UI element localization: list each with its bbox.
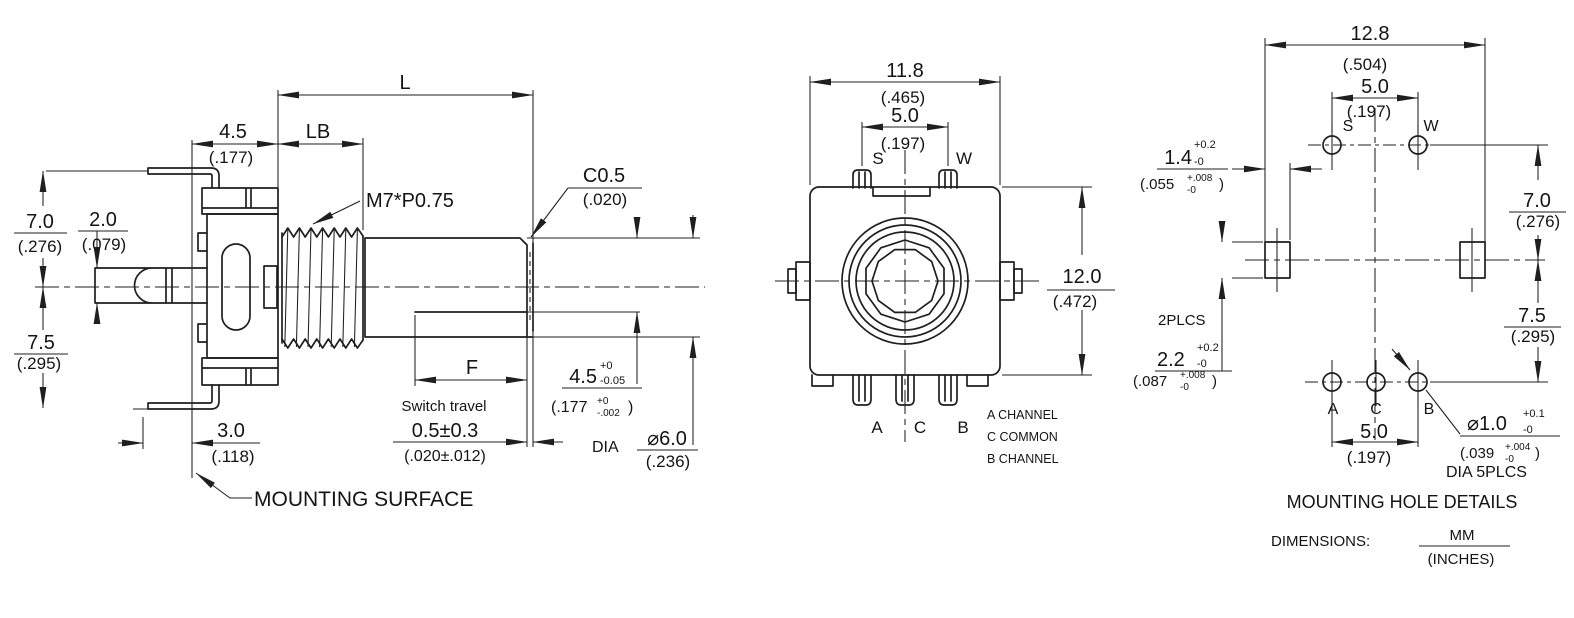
- dimensions-label: DIMENSIONS:: [1271, 533, 1370, 550]
- hole-dia-mm: ⌀1.0: [1467, 413, 1507, 435]
- hole-bot-pitch-in: (.197): [1347, 448, 1391, 467]
- hole-s-label: S: [1343, 118, 1354, 135]
- dim-pin-proj-in: (.118): [211, 447, 254, 466]
- units-inches: (INCHES): [1428, 551, 1495, 568]
- mounting-hole-view: 12.8 (.504) 5.0 (.197) S W 1.4 +0.2 -0 (…: [1133, 23, 1566, 547]
- slot-height-in-sub: -0: [1180, 382, 1189, 393]
- dim-LB-label: LB: [306, 121, 330, 143]
- hole-upper-mm: 7.0: [1523, 190, 1551, 212]
- hole-w-label: W: [1423, 118, 1439, 135]
- hole-b-label: B: [1424, 401, 1435, 418]
- side-view: L 4.5 (.177) LB M7*P0.75 C0.5 (.020) 7.0…: [14, 72, 705, 511]
- flat-mm: 4.5: [569, 366, 597, 388]
- slot-width-in-sup: +.008: [1187, 173, 1213, 184]
- slot-height-sub: -0: [1197, 358, 1207, 370]
- front-term-c: C: [914, 418, 926, 437]
- hole-span-mm: 12.8: [1351, 23, 1390, 45]
- thread-callout: M7*P0.75: [366, 190, 454, 212]
- switch-travel-mm: 0.5±0.3: [412, 420, 479, 442]
- slot-width-sub: -0: [1194, 156, 1204, 168]
- legend-c-common: C COMMON: [987, 430, 1058, 444]
- mounting-hole-linework: [1155, 38, 1566, 547]
- flat-mm-sub: -0.05: [600, 375, 625, 387]
- dim-lower-half-in: (.295): [17, 354, 61, 373]
- hole-span-in: (.504): [1343, 55, 1387, 74]
- front-pitch-in: (.197): [881, 134, 925, 153]
- front-width-in: (.465): [881, 88, 925, 107]
- front-term-w: W: [956, 149, 972, 168]
- hole-dia-in-sup: +.004: [1505, 442, 1531, 453]
- chamfer-mm: C0.5: [583, 165, 625, 187]
- dim-pin-dia-in: (.079): [82, 235, 126, 254]
- hole-dia-in: (.039: [1460, 445, 1494, 462]
- units-mm: MM: [1450, 527, 1475, 544]
- legend-b-channel: B CHANNEL: [987, 452, 1059, 466]
- chamfer-in: (.020): [583, 190, 627, 209]
- hole-upper-in: (.276): [1516, 212, 1560, 231]
- dim-pin-proj-mm: 3.0: [217, 420, 245, 442]
- front-view-linework: [775, 76, 1115, 442]
- slot-width-mm: 1.4: [1164, 147, 1192, 169]
- shaft-dia-mm: ⌀6.0: [647, 428, 687, 450]
- front-height-mm: 12.0: [1063, 266, 1102, 288]
- front-pitch-mm: 5.0: [891, 105, 919, 127]
- hole-bot-pitch-mm: 5.0: [1360, 421, 1388, 443]
- slot-note: 2PLCS: [1158, 312, 1206, 329]
- slot-width-in-close: ): [1219, 176, 1224, 193]
- dim-lower-half-mm: 7.5: [27, 332, 55, 354]
- front-view: 11.8 (.465) 5.0 (.197) S W 12.0 (.472) A…: [775, 60, 1115, 466]
- front-term-b: B: [957, 418, 968, 437]
- hole-dia-sub: -0: [1523, 424, 1533, 436]
- slot-width-sup: +0.2: [1194, 139, 1216, 151]
- shaft-dia-in: (.236): [646, 452, 690, 471]
- front-term-a: A: [871, 418, 883, 437]
- slot-width-in-sub: -0: [1187, 185, 1196, 196]
- hole-top-pitch-mm: 5.0: [1361, 76, 1389, 98]
- front-width-mm: 11.8: [886, 60, 923, 82]
- dim-upper-half-mm: 7.0: [26, 211, 54, 233]
- front-height-in: (.472): [1053, 292, 1097, 311]
- flat-in-sup: +0: [597, 396, 609, 407]
- side-view-linework: [14, 90, 705, 499]
- dia-label: DIA: [592, 439, 619, 456]
- switch-travel-label: Switch travel: [401, 398, 486, 415]
- hole-top-pitch-in: (.197): [1347, 102, 1391, 121]
- mounting-surface-label: MOUNTING SURFACE: [254, 488, 473, 511]
- slot-height-in-sup: +.008: [1180, 370, 1206, 381]
- hole-lower-in: (.295): [1511, 327, 1555, 346]
- hole-c-label: C: [1370, 401, 1382, 418]
- flat-in-sub: -.002: [597, 408, 620, 419]
- dim-L-label: L: [399, 72, 410, 94]
- slot-height-in: (.087: [1133, 373, 1167, 390]
- dim-body-depth-in: (.177): [209, 148, 253, 167]
- hole-dia-in-close: ): [1535, 445, 1540, 462]
- slot-width-in: (.055: [1140, 176, 1174, 193]
- flat-mm-sup: +0: [600, 360, 613, 372]
- flat-in: (.177: [551, 399, 588, 416]
- hole-view-title: MOUNTING HOLE DETAILS: [1287, 492, 1518, 512]
- hole-lower-mm: 7.5: [1518, 305, 1546, 327]
- switch-travel-in: (.020±.012): [404, 448, 486, 465]
- slot-height-mm: 2.2: [1157, 349, 1185, 371]
- dim-body-depth-mm: 4.5: [219, 121, 247, 143]
- slot-height-sup: +0.2: [1197, 342, 1219, 354]
- front-term-s: S: [872, 149, 883, 168]
- dim-upper-half-in: (.276): [18, 237, 62, 256]
- units-note: DIMENSIONS: MM (INCHES): [1271, 527, 1494, 568]
- hole-a-label: A: [1328, 401, 1339, 418]
- hole-dia-sup: +0.1: [1523, 408, 1545, 420]
- hole-dia-in-sub: -0: [1505, 454, 1514, 465]
- slot-height-in-close: ): [1212, 373, 1217, 390]
- hole-dia-note: DIA 5PLCS: [1446, 464, 1527, 481]
- legend-a-channel: A CHANNEL: [987, 408, 1058, 422]
- dim-F-label: F: [466, 357, 478, 379]
- dim-pin-dia-mm: 2.0: [89, 209, 117, 231]
- flat-in-close: ): [628, 399, 633, 416]
